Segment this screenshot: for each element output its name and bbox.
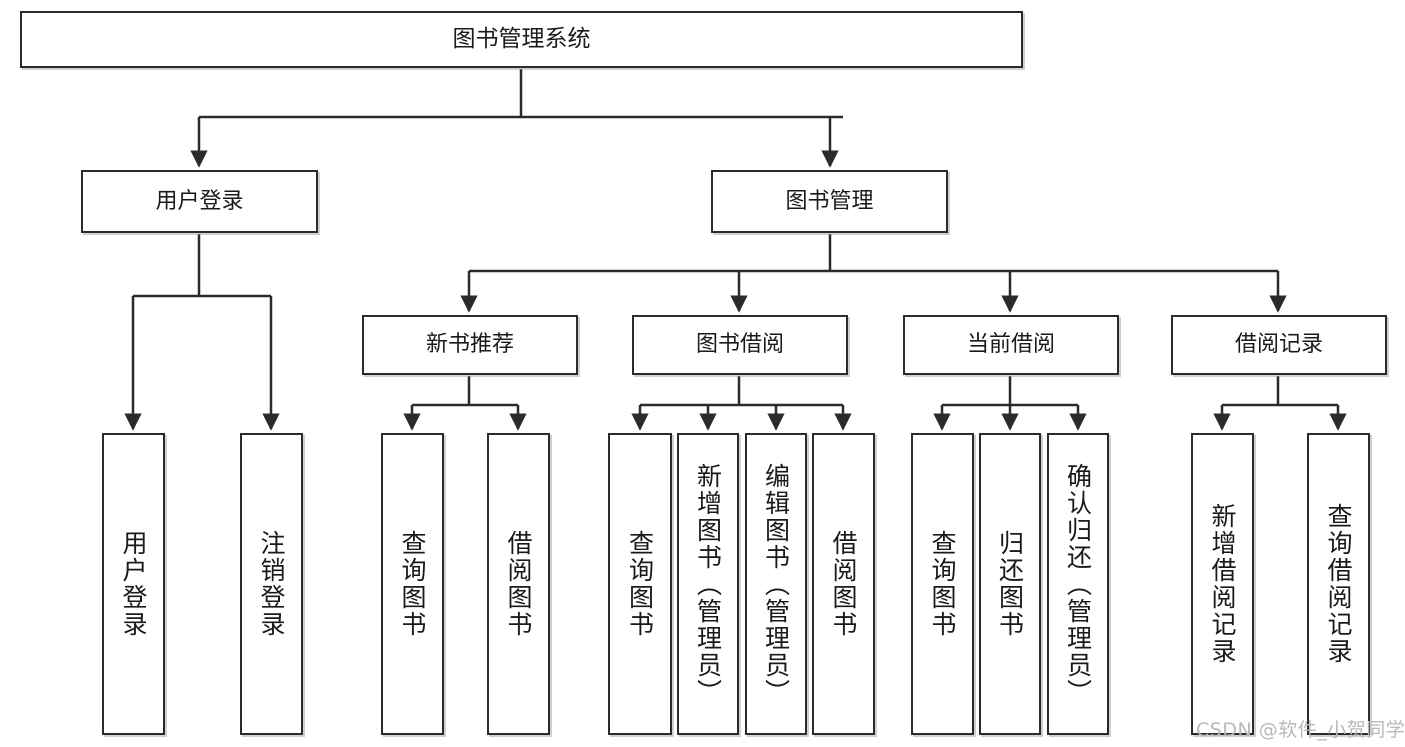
node-leaf-logout[interactable]: 注销登录: [240, 433, 303, 735]
node-leaf-borrow-book[interactable]: 借阅图书: [812, 433, 875, 735]
edges-book-borrow-to-leaves: [631, 376, 852, 431]
node-leaf-add-borrow-record[interactable]: 新增借阅记录: [1191, 433, 1254, 735]
node-leaf-add-book-admin[interactable]: 新增图书（管理员）: [677, 433, 739, 735]
node-leaf-query-book-current[interactable]: 查询图书: [911, 433, 974, 735]
node-label: 用户登录: [119, 530, 148, 638]
node-label: 查询图书: [398, 530, 427, 638]
node-label: 查询图书: [625, 530, 655, 638]
node-label: 编辑图书（管理员）: [761, 462, 791, 706]
node-borrow-record[interactable]: 借阅记录: [1171, 315, 1387, 375]
node-current-borrow[interactable]: 当前借阅: [903, 315, 1119, 375]
node-label: 图书管理系统: [452, 25, 591, 52]
edges-borrow-record-to-leaves: [1213, 376, 1347, 431]
node-leaf-edit-book-admin[interactable]: 编辑图书（管理员）: [745, 433, 807, 735]
node-label: 用户登录: [155, 188, 244, 214]
node-label: 当前借阅: [966, 332, 1055, 358]
node-leaf-user-login[interactable]: 用户登录: [102, 433, 165, 735]
node-leaf-query-book-new[interactable]: 查询图书: [381, 433, 444, 735]
node-leaf-borrow-book-new[interactable]: 借阅图书: [487, 433, 550, 735]
edges-root-to-level2: [190, 69, 843, 168]
node-new-book-recommend[interactable]: 新书推荐: [362, 315, 578, 375]
node-label: 新增图书（管理员）: [693, 462, 723, 706]
node-book-borrow[interactable]: 图书借阅: [632, 315, 848, 375]
node-label: 查询借阅记录: [1324, 503, 1353, 665]
node-label: 新增借阅记录: [1208, 503, 1237, 665]
node-label: 查询图书: [928, 530, 957, 638]
node-leaf-query-borrow-record[interactable]: 查询借阅记录: [1307, 433, 1370, 735]
node-label: 归还图书: [995, 530, 1025, 638]
csdn-watermark: CSDN @软件_小贺同学: [1196, 719, 1405, 741]
node-user-login[interactable]: 用户登录: [81, 170, 318, 233]
node-label: 借阅图书: [829, 530, 858, 638]
node-label: 注销登录: [257, 530, 286, 638]
node-leaf-query-book[interactable]: 查询图书: [608, 433, 672, 735]
node-leaf-confirm-return-admin[interactable]: 确认归还（管理员）: [1047, 433, 1109, 735]
node-book-management-system[interactable]: 图书管理系统: [20, 11, 1023, 68]
edges-user-login-to-leaves: [124, 234, 280, 431]
node-label: 借阅记录: [1234, 332, 1323, 358]
node-label: 借阅图书: [504, 530, 533, 638]
node-leaf-return-book[interactable]: 归还图书: [979, 433, 1041, 735]
node-book-management[interactable]: 图书管理: [711, 170, 948, 233]
edges-current-borrow-to-leaves: [933, 376, 1087, 431]
node-label: 图书借阅: [695, 332, 784, 358]
node-label: 确认归还（管理员）: [1063, 462, 1093, 706]
edges-new-book-to-leaves: [403, 376, 527, 431]
node-label: 图书管理: [785, 188, 874, 214]
edges-book-manage-to-level3: [460, 234, 1287, 313]
node-label: 新书推荐: [425, 332, 514, 358]
